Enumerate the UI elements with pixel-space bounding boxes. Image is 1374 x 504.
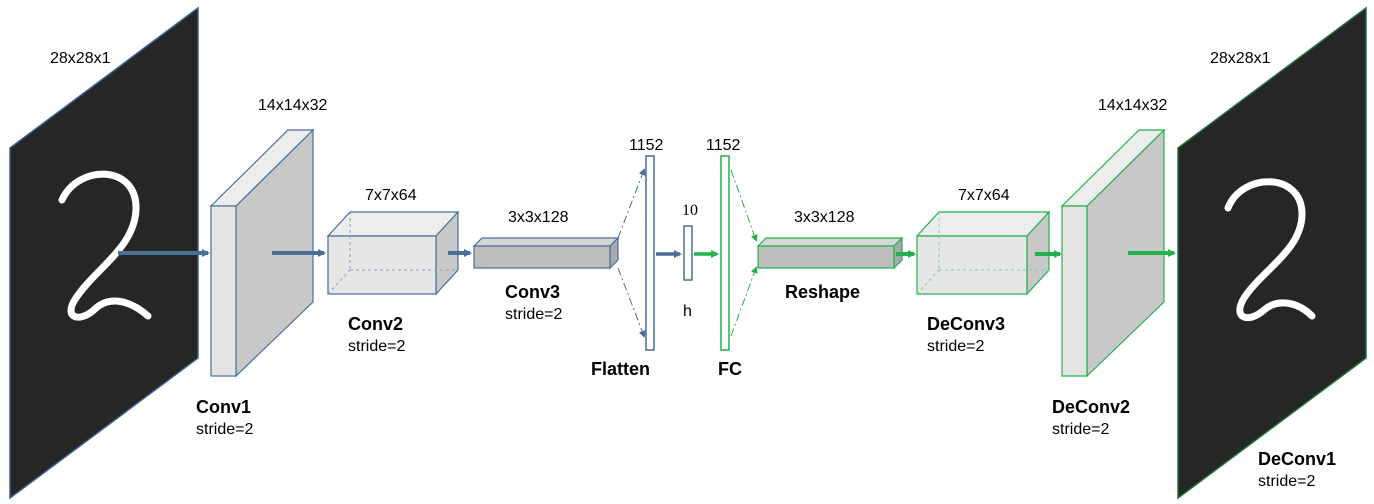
output-digit-2	[1224, 178, 1316, 322]
bottleneck-vector	[683, 225, 693, 281]
deconv3-stride-label: stride=2	[927, 338, 984, 355]
flatten-vector	[645, 155, 655, 351]
fc-dims-label: 1152	[706, 137, 741, 154]
deconv2-stride-label: stride=2	[1052, 421, 1109, 438]
bottleneck-name-label: h	[683, 303, 692, 320]
deconv3-block	[915, 210, 1051, 296]
deconv3-name-label: DeConv3	[927, 314, 1005, 334]
conv2-block	[326, 210, 460, 296]
output-image	[1177, 6, 1367, 500]
input-dims-label: 28x28x1	[50, 50, 111, 67]
reshape-block	[756, 236, 904, 270]
conv3-stride-label: stride=2	[505, 306, 562, 323]
flatten-name-label: Flatten	[591, 359, 650, 379]
conv1-stride-label: stride=2	[196, 421, 253, 438]
conv2-stride-label: stride=2	[348, 338, 405, 355]
deconv1-stride-label: stride=2	[1258, 473, 1315, 490]
reshape-projection-bottom	[730, 266, 758, 337]
deconv1-name-label: DeConv1	[1258, 449, 1336, 469]
flatten-projection-bottom	[617, 267, 646, 338]
deconv3-dims-label: 7x7x64	[958, 187, 1010, 204]
bottleneck-dims-label: 10	[682, 202, 698, 219]
conv3-block	[472, 236, 620, 270]
input-image: 28x28x1	[9, 6, 199, 500]
conv2-dims-label: 7x7x64	[365, 187, 417, 204]
conv3-dims-label: 3x3x128	[508, 209, 569, 226]
output-dims-label: 28x28x1	[1210, 50, 1271, 67]
reshape-dims-label: 3x3x128	[794, 209, 855, 226]
deconv2-block	[1060, 128, 1166, 378]
fc-name-label: FC	[718, 359, 742, 379]
input-digit-2	[58, 170, 152, 321]
conv1-dims-label: 14x14x32	[258, 97, 327, 114]
deconv2-name-label: DeConv2	[1052, 397, 1130, 417]
flatten-dims-label: 1152	[629, 137, 664, 154]
deconv2-dims-label: 14x14x32	[1098, 97, 1167, 114]
fc-vector	[720, 155, 730, 351]
conv2-name-label: Conv2	[348, 314, 403, 334]
conv3-name-label: Conv3	[505, 282, 560, 302]
conv1-name-label: Conv1	[196, 397, 251, 417]
reshape-name-label: Reshape	[785, 282, 860, 302]
reshape-projection-top	[730, 169, 758, 242]
flatten-projection-top	[617, 168, 646, 239]
